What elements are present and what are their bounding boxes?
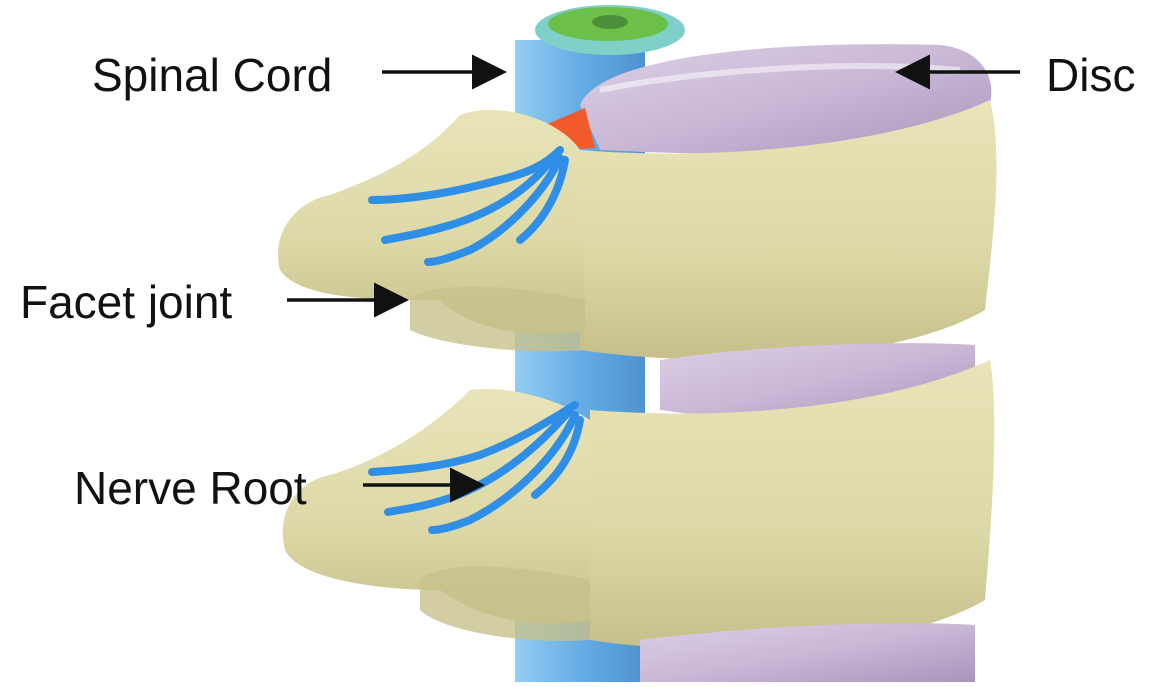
- spinal-cord-label: Spinal Cord: [92, 52, 332, 98]
- facet-joint-label: Facet joint: [20, 279, 232, 325]
- nerve-root-label: Nerve Root: [74, 465, 307, 511]
- disc-label: Disc: [1046, 52, 1135, 98]
